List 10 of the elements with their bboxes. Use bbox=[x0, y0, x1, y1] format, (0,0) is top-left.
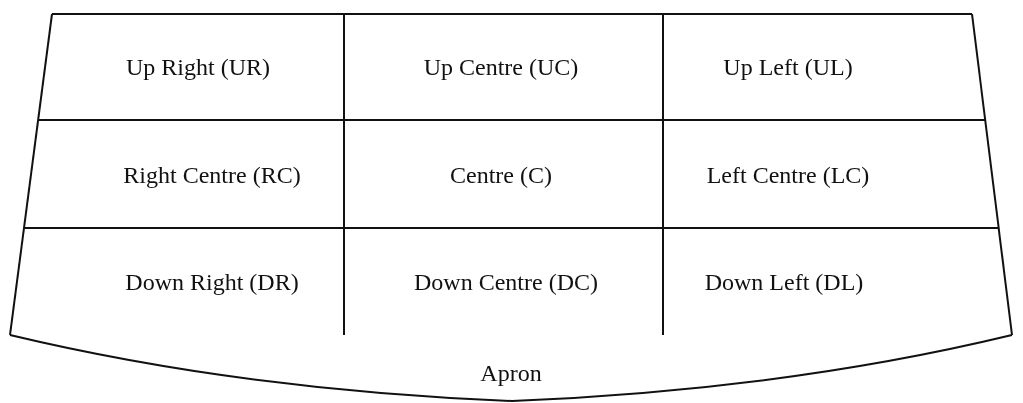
stage-area-label: Left Centre (LC) bbox=[706, 161, 870, 189]
stage-area-label: Down Centre (DC) bbox=[414, 268, 598, 296]
stage-area-label: Up Centre (UC) bbox=[423, 53, 579, 81]
stage-area-label: Down Left (DL) bbox=[704, 268, 864, 296]
stage-area-label: Up Right (UR) bbox=[126, 53, 270, 81]
stage-area-label: Up Left (UL) bbox=[723, 53, 853, 81]
stage-area-label: Right Centre (RC) bbox=[123, 161, 301, 189]
apron-label: Apron bbox=[480, 359, 542, 387]
stage-area-label: Centre (C) bbox=[450, 161, 552, 189]
stage-area-label: Down Right (DR) bbox=[125, 268, 299, 296]
